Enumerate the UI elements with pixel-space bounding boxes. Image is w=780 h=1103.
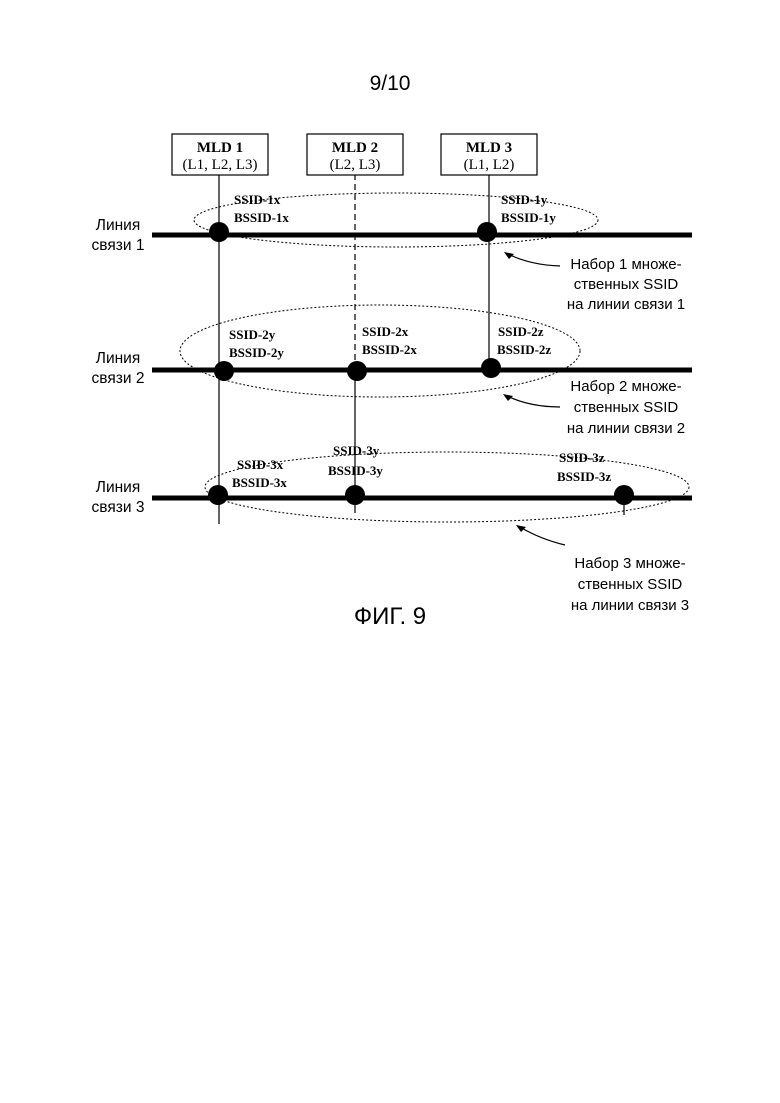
ap-1y-dot	[477, 222, 497, 242]
ssid-2x: SSID-2x	[362, 324, 409, 339]
bssid-3z: BSSID-3z	[557, 469, 611, 484]
mld-box-3: MLD 3 (L1, L2)	[441, 134, 537, 175]
mld-name: MLD 3	[466, 140, 512, 156]
ap-1x-dot	[209, 222, 229, 242]
set-1-label-line2: ственных SSID	[574, 276, 679, 293]
ap-3x-dot	[208, 485, 228, 505]
set-1-arrow	[508, 254, 560, 266]
bssid-3y: BSSID-3y	[328, 463, 383, 478]
bssid-2x: BSSID-2x	[362, 342, 417, 357]
ssid-3z: SSID-3z	[559, 450, 605, 465]
ap-2x-dot	[347, 361, 367, 381]
set-3-label-line1: Набор 3 множе-	[574, 555, 685, 572]
bssid-1y: BSSID-1y	[501, 210, 556, 225]
bssid-3x: BSSID-3x	[232, 475, 287, 490]
mld-name: MLD 2	[332, 140, 378, 156]
set-2-label-line3: на линии связи 2	[567, 420, 685, 437]
link-1-label-line2: связи 1	[92, 237, 145, 254]
mld-box-2: MLD 2 (L2, L3)	[307, 134, 403, 175]
page-number: 9/10	[370, 72, 411, 95]
mld-name: MLD 1	[197, 140, 243, 156]
link-2-label-line2: связи 2	[92, 370, 145, 387]
ap-3y-dot	[345, 485, 365, 505]
set-2-label-line1: Набор 2 множе-	[570, 378, 681, 395]
set-2-arrow	[507, 396, 560, 407]
link-1-label-line1: Линия	[96, 217, 140, 234]
mld-links: (L2, L3)	[330, 157, 381, 173]
ssid-3y: SSID-3y	[333, 443, 380, 458]
ap-2z-dot	[481, 358, 501, 378]
ssid-3x: SSID-3x	[237, 457, 284, 472]
ap-3z-dot	[614, 485, 634, 505]
set-3-label-line2: ственных SSID	[578, 576, 683, 593]
mld-links: (L1, L2, L3)	[183, 157, 258, 173]
bssid-2z: BSSID-2z	[497, 342, 551, 357]
set-2-label-line2: ственных SSID	[574, 399, 679, 416]
bssid-1x: BSSID-1x	[234, 210, 289, 225]
set-1-label-line1: Набор 1 множе-	[570, 256, 681, 273]
ssid-2z: SSID-2z	[498, 324, 544, 339]
mld-box-1: MLD 1 (L1, L2, L3)	[172, 134, 268, 175]
ssid-1x: SSID-1x	[234, 192, 281, 207]
set-2-arrowhead	[503, 394, 513, 401]
ssid-1y: SSID-1y	[501, 192, 548, 207]
ssid-2y: SSID-2y	[229, 327, 276, 342]
bssid-2y: BSSID-2y	[229, 345, 284, 360]
set-3-arrowhead	[516, 525, 526, 532]
ap-2y-dot	[214, 361, 234, 381]
set-3-arrow	[520, 527, 565, 545]
set-1-label-line3: на линии связи 1	[567, 296, 685, 313]
set-1-arrowhead	[504, 252, 514, 259]
set-3-label-line3: на линии связи 3	[571, 597, 689, 614]
figure-caption: ФИГ. 9	[354, 603, 426, 630]
mld-links: (L1, L2)	[464, 157, 515, 173]
link-3-label-line2: связи 3	[92, 499, 145, 516]
link-3-label-line1: Линия	[96, 479, 140, 496]
link-2-label-line1: Линия	[96, 350, 140, 367]
